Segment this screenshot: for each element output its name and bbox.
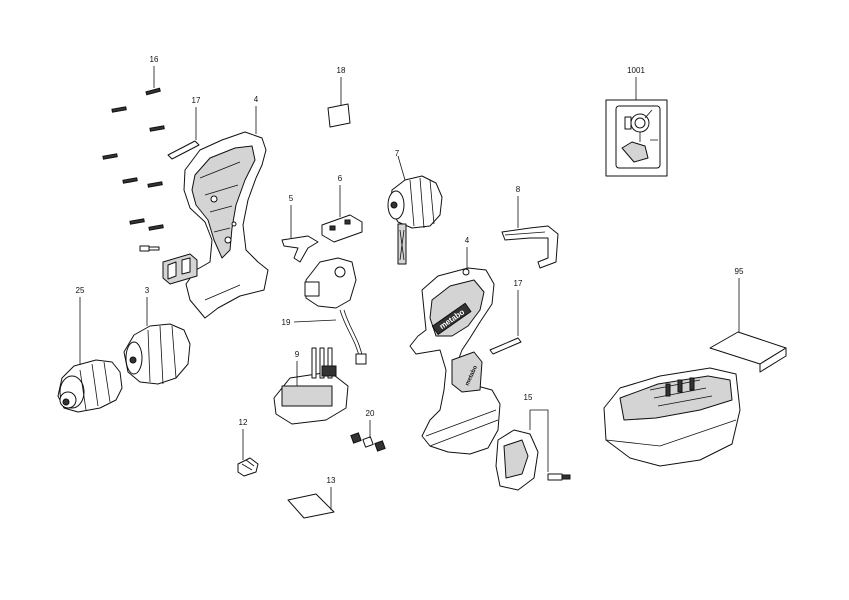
reverse-slider-5[interactable]	[281, 235, 319, 263]
label-strip-17-left[interactable]	[167, 140, 200, 160]
screw	[122, 177, 138, 184]
screw	[145, 87, 161, 96]
terminal-clips-20[interactable]	[350, 432, 386, 452]
callout-17-left: 17	[192, 96, 201, 105]
housing-half-left-4[interactable]	[183, 131, 269, 319]
callout-17-right: 17	[514, 279, 523, 288]
screw	[111, 106, 127, 113]
callout-3: 3	[145, 286, 150, 295]
belt-clip-8[interactable]	[501, 225, 559, 269]
callout-19: 19	[282, 318, 291, 327]
callout-1001: 1001	[627, 66, 645, 75]
callout-15: 15	[524, 393, 533, 402]
instruction-card-1001[interactable]	[605, 99, 668, 177]
callout-25: 25	[76, 286, 85, 295]
callout-7: 7	[395, 149, 400, 158]
clip-block[interactable]	[162, 253, 198, 285]
keyless-chuck-25[interactable]	[57, 359, 123, 413]
gearbox-3[interactable]	[123, 323, 191, 385]
electronics-module-9[interactable]	[273, 347, 349, 425]
label-sticker-13[interactable]	[287, 493, 335, 519]
callout-6: 6	[338, 174, 343, 183]
callout-18: 18	[337, 66, 346, 75]
callout-95: 95	[735, 267, 744, 276]
switch-bracket-6[interactable]	[321, 214, 363, 243]
screw	[149, 125, 165, 132]
screw-set-16[interactable]	[102, 87, 165, 231]
motor-7[interactable]	[387, 175, 443, 265]
screw	[102, 153, 118, 160]
callout-5: 5	[289, 194, 294, 203]
callout-4-right: 4	[465, 236, 470, 245]
bit-holder-15[interactable]	[495, 429, 539, 491]
callout-13: 13	[327, 476, 336, 485]
callout-16: 16	[150, 55, 159, 64]
screw	[148, 224, 164, 231]
housing-half-right-4[interactable]: metabo metabo	[409, 267, 501, 455]
callout-20: 20	[366, 409, 375, 418]
spring-clip-12[interactable]	[237, 457, 259, 477]
callout-9: 9	[295, 350, 300, 359]
screw	[129, 218, 145, 225]
electronic-switch-19[interactable]	[304, 257, 367, 365]
battery-cover-95[interactable]	[709, 331, 787, 373]
screw-small[interactable]	[139, 245, 160, 252]
callout-4-left: 4	[254, 95, 259, 104]
label-sticker-18[interactable]	[327, 103, 351, 128]
battery-pack[interactable]	[603, 367, 741, 467]
screw-15[interactable]	[547, 473, 571, 481]
label-strip-17-right[interactable]	[489, 337, 522, 355]
callout-12: 12	[239, 418, 248, 427]
callout-8: 8	[516, 185, 521, 194]
screw	[147, 181, 163, 188]
